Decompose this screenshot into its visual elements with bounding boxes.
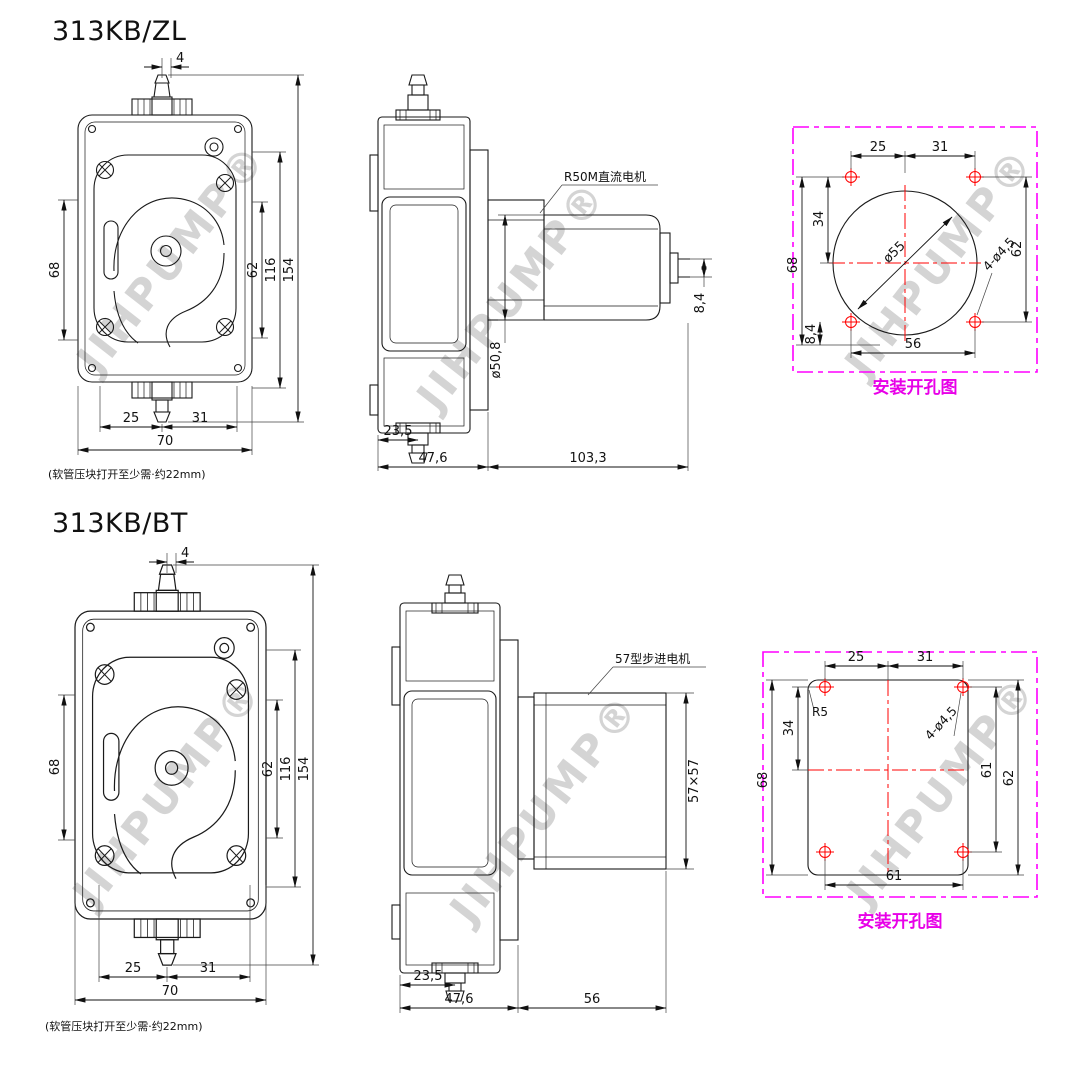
- dim-motor-diameter: ø50,8: [489, 342, 504, 379]
- dim-right-154: 154: [297, 757, 312, 782]
- mount-hole: [953, 842, 973, 862]
- zl-front-view: 4 68 62 116 154 25 31 70 (软管压块打开至少需·约22m…: [48, 51, 304, 481]
- zl-side-drawing: [369, 74, 690, 464]
- motor-label: R50M直流电机: [564, 170, 646, 184]
- mount-caption: 安装开孔图: [858, 911, 943, 932]
- zl-front-dimensions: 4 68 62 116 154 25 31 70 (软管压块打开至少需·约22m…: [48, 51, 304, 481]
- dim-bottom-70: 70: [162, 984, 179, 999]
- bt-mount-diagram: 25 31 34 68 R5 4-ø4,5 61 62 61 安装开孔图: [756, 650, 1038, 932]
- dim-bottom-25: 25: [123, 411, 140, 426]
- dim-left-68: 68: [786, 257, 801, 274]
- dim-tube-pos: 23,5: [384, 424, 413, 439]
- dim-tube-offset: 4: [181, 546, 189, 561]
- dim-left-34: 34: [812, 211, 827, 228]
- dim-tube-pos: 23,5: [414, 969, 443, 984]
- mount-hole: [841, 167, 861, 187]
- dim-corner-radius: R5: [812, 705, 828, 719]
- dim-head-depth: 47,6: [445, 992, 474, 1007]
- dim-bottom-61: 61: [886, 869, 903, 884]
- mount-hole: [815, 842, 835, 862]
- motor-label: 57型步进电机: [615, 652, 690, 666]
- dim-right-116: 116: [279, 757, 294, 782]
- zl-mount-diagram: 25 31 34 68 8,4 62 ø55 4-ø4,5 56 安装开孔图: [786, 126, 1038, 398]
- dim-hole-31: 31: [917, 650, 934, 665]
- dim-bottom-31: 31: [192, 411, 209, 426]
- zl-side-view: R50M直流电机 ø50,8 8,4 23,5 47,6 103,3: [369, 74, 712, 471]
- bt-side-view: 57型步进电机 57×57 23,5 47,6 56: [391, 574, 706, 1013]
- mount-hole: [965, 167, 985, 187]
- bt-mount-dimensions: 25 31 34 68 R5 4-ø4,5 61 62 61: [756, 650, 1024, 890]
- dim-bottom-70: 70: [157, 434, 174, 449]
- bt-side-drawing: [391, 574, 667, 1002]
- mount-hole: [965, 312, 985, 332]
- dim-bottom-31: 31: [200, 961, 217, 976]
- bt-front-view: 4 68 62 116 154 25 31 70 (软管压块打开至少需·约22m…: [45, 546, 319, 1033]
- dim-circle-diameter: ø55: [881, 239, 909, 267]
- bt-front-dimensions: 4 68 62 116 154 25 31 70 (软管压块打开至少需·约22m…: [45, 546, 319, 1033]
- dim-tube-offset: 4: [176, 51, 184, 66]
- dim-right-62: 62: [246, 262, 261, 279]
- mount-hole: [841, 312, 861, 332]
- dim-left-68: 68: [756, 772, 771, 789]
- dim-bottom-25: 25: [125, 961, 142, 976]
- dim-motor-length: 56: [584, 992, 601, 1007]
- mount-hole: [953, 677, 973, 697]
- mount-boundary: [762, 651, 1038, 898]
- dim-left-84: 8,4: [804, 324, 819, 345]
- mount-caption: 安装开孔图: [873, 377, 958, 398]
- mount-boundary: [792, 126, 1038, 373]
- model-title-bt: 313KB/BT: [52, 508, 188, 539]
- centerlines: [808, 680, 968, 875]
- dim-right-62: 62: [1002, 770, 1017, 787]
- clamp-note: (软管压块打开至少需·约22mm): [45, 1019, 203, 1033]
- pump-front-drawing: [74, 564, 267, 966]
- dim-hole-25: 25: [848, 650, 865, 665]
- dim-right-62: 62: [1010, 241, 1025, 258]
- bt-side-annotations: 57型步进电机 57×57 23,5 47,6 56: [399, 652, 706, 1013]
- dim-motor-length: 103,3: [569, 451, 606, 466]
- dim-hole-31: 31: [932, 140, 949, 155]
- dim-hole-25: 25: [870, 140, 887, 155]
- dim-right-154: 154: [282, 258, 297, 283]
- clamp-note: (软管压块打开至少需·约22mm): [48, 467, 206, 481]
- pump-front-drawing: [77, 74, 253, 423]
- dim-holes-callout: 4-ø4,5: [922, 703, 960, 742]
- model-title-zl: 313KB/ZL: [52, 16, 187, 47]
- mount-hole: [815, 677, 835, 697]
- dim-motor-square: 57×57: [687, 759, 702, 803]
- dim-left-68: 68: [48, 262, 63, 279]
- dim-right-62: 62: [261, 761, 276, 778]
- zl-side-annotations: R50M直流电机 ø50,8 8,4 23,5 47,6 103,3: [377, 170, 712, 471]
- dim-connector: 8,4: [693, 293, 708, 314]
- dim-right-61: 61: [980, 762, 995, 779]
- dim-right-116: 116: [264, 258, 279, 283]
- zl-mount-dimensions: 25 31 34 68 8,4 62 ø55 4-ø4,5 56: [786, 140, 1032, 358]
- dim-left-34: 34: [782, 720, 797, 737]
- dim-bottom-56: 56: [905, 337, 922, 352]
- dim-left-68: 68: [48, 759, 63, 776]
- dim-head-depth: 47,6: [419, 451, 448, 466]
